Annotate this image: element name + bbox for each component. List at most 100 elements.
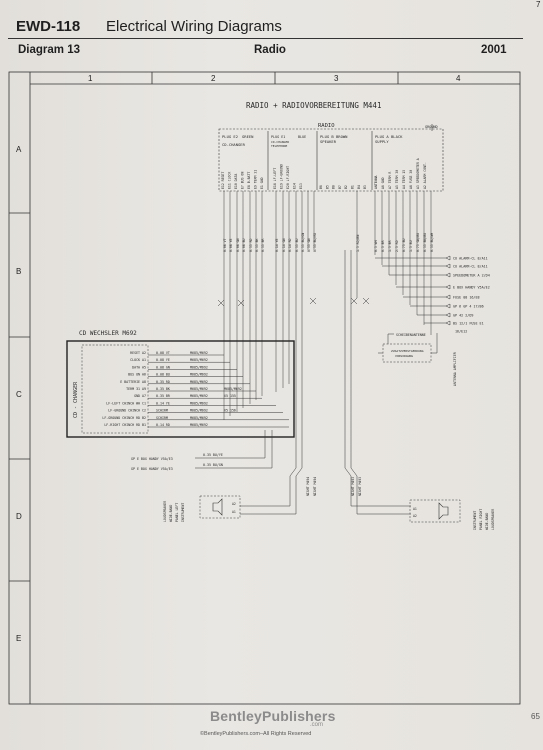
- a-pin-label: A5 TERM 30: [395, 170, 399, 189]
- plug-b: PLUG B BROWN SPEAKER: [320, 134, 348, 144]
- antenna-top-label: SCHEIBENANTENNE: [396, 333, 426, 337]
- night-wire-left-2: NIGHT M494: [313, 477, 317, 496]
- speaker-left-label-3: PANEL LEFT: [175, 503, 179, 522]
- speaker-right-icon: [438, 502, 449, 520]
- cd-changer: CD WECHSLER M692 CD - CHANGER RESET A2 0.…: [66, 330, 295, 438]
- a-pin-label: A4 TERM 15: [402, 170, 406, 189]
- a-pin-label: A2 ALARM CONT.: [423, 162, 427, 189]
- cd-wire-label: 0.14 YE: [156, 401, 170, 405]
- plug-a: PLUG A BLACK SUPPLY: [375, 134, 403, 144]
- connector-arrow-icon: [445, 294, 451, 300]
- connector-arrow-icon: [445, 263, 451, 269]
- connection-label: GP 6 GP 4 17/B6: [453, 305, 484, 309]
- cd-pin-label: BUS ON A6: [128, 373, 146, 377]
- b-pin-label: B1: [351, 185, 355, 189]
- connection-label: SPEEDOMETER A 2/D4: [453, 274, 490, 278]
- plug-e2: PLUG E2 GREEN CD-CHANGER: [222, 134, 254, 147]
- antenna-amp-side-label: ANTENNA AMPLIFIER: [453, 352, 457, 386]
- e2-pin-label: E9 TERM 31: [254, 170, 258, 189]
- e2-pin-label: E12 RESET: [221, 172, 225, 189]
- cd-ref-label: M685/M692: [190, 387, 208, 391]
- speaker-right-label-4: LOUDSPEAKER: [491, 509, 495, 530]
- radio-wire-label: 0.35 BU/WH: [430, 233, 434, 252]
- connection-label: BS 12/1 FUSE E1: [453, 322, 484, 326]
- connection-label: E BOX HANDY V5A/E2: [453, 286, 490, 290]
- radio-wire-label: 0.75 GN/BU: [416, 233, 420, 252]
- cd-wire-label: 0.35 BK: [156, 387, 170, 391]
- plug-b-title: PLUG B BROWN: [320, 134, 348, 139]
- cd-pin-label: DATA A5: [132, 365, 146, 369]
- radio-wire-label: 0.35 GN: [307, 238, 311, 252]
- plug-e2-title: PLUG E2: [222, 134, 238, 139]
- radio-wire-label: 0.35 BU/RD: [313, 233, 317, 252]
- cd-changer-title: CD WECHSLER M692: [79, 330, 137, 337]
- footer-copyright: ©BentleyPublishers.com–All Rights Reserv…: [200, 731, 312, 737]
- document-title: Electrical Wiring Diagrams: [106, 18, 282, 35]
- grid-row-e: E: [16, 634, 21, 643]
- cd-ref-label: M685/M692: [190, 351, 208, 355]
- radio-wire-label: 0.5 WH: [374, 240, 378, 252]
- speaker-left-label-2: WIDE-BAND: [169, 505, 173, 522]
- cd-ref-label: M685/M692: [190, 423, 208, 427]
- e1-pin-label: E13: [299, 183, 303, 189]
- header-rule-top: [8, 38, 523, 39]
- b-pin-label: B7: [338, 185, 342, 189]
- cd-ref-label: M685/M692: [190, 394, 208, 398]
- connection-label: 16/E12: [455, 330, 467, 334]
- footer-brand-com: .com: [310, 722, 324, 728]
- radio-wire-label: 1.5 BU: [409, 240, 413, 252]
- connector-arrow-icon: [445, 320, 451, 326]
- grid-frame: [8, 71, 521, 705]
- night-wire-left-1: NIGHT M494: [306, 477, 310, 496]
- cd-pin-label: LF-GROUND CHINCH RD B2: [102, 416, 146, 420]
- e2-pin-label: E10 DATA: [234, 174, 238, 189]
- radio-label: RADIO: [318, 123, 335, 129]
- radio-wire-label: 0.14 YE: [275, 238, 279, 252]
- cd-ref2-label: X5 155: [224, 394, 236, 398]
- cd-ref2-label: X5 156: [224, 409, 236, 413]
- model-year: 2001: [481, 44, 507, 56]
- b-pin-label: B6: [319, 185, 323, 189]
- cd-pin-label: GND A7: [134, 394, 146, 398]
- handy-line-1: GP E BOX HANDY V5A/E3: [131, 457, 173, 461]
- cd-wire-label: SCHIRM: [156, 416, 168, 420]
- radio-wire-label: 2.5 RD: [395, 240, 399, 252]
- cd-pin-label: RESET A2: [130, 351, 146, 355]
- radio-wire-label: 0.08 BU: [242, 238, 246, 252]
- grid-col-4: 4: [456, 74, 461, 83]
- grid-row-a: A: [16, 145, 22, 154]
- radio-wire-label: 0.35 BK: [255, 238, 259, 252]
- speaker-left-pin-a2: A2: [232, 502, 236, 506]
- e1-pin-label: E20 LF-RIGHT: [286, 166, 290, 189]
- grid-column-labels: 1 2 3 4: [88, 74, 461, 83]
- twisted-pair-markers: [217, 297, 370, 307]
- cd-wire-label: 0.08 GN: [156, 365, 170, 369]
- e1-pin-label: E19 LF-GROUND: [280, 164, 284, 189]
- cd-changer-side-label: CD - CHANGER: [73, 381, 79, 418]
- night-wires: NIGHT M494 NIGHT M494 NIGHT M493 NIGHT M…: [240, 250, 411, 515]
- cd-pin-label: CLOCK A1: [130, 358, 146, 362]
- a-pin-label: A3 SPEEDOMETER A: [416, 158, 420, 189]
- radio-wire-label: 0.08 VT: [223, 238, 227, 252]
- connector-arrow-icon: [445, 284, 451, 290]
- cd-changer-outline: [66, 340, 295, 438]
- plug-e2-color: GREEN: [242, 134, 254, 139]
- connector-arrow-icon: [445, 272, 451, 278]
- grid-row-c: C: [16, 390, 22, 399]
- e2-pin-label: E8 B-BATT: [247, 172, 251, 189]
- diagram-main-title: RADIO + RADIOVORBEREITUNG M441: [246, 101, 381, 110]
- cd-ref-label: M685/M692: [190, 380, 208, 384]
- radio-wire-label: 0.08 GN: [236, 238, 240, 252]
- ground-label: GROUND: [425, 125, 438, 129]
- cd-ref2-label: M685/M692: [224, 387, 242, 391]
- cd-pin-label: LF-RIGHT CHINCH RD B1: [104, 423, 146, 427]
- cd-pin-label: E BATTERIE A8: [120, 380, 146, 384]
- connector-arrow-icon: [445, 312, 451, 318]
- diagram-number: Diagram 13: [18, 44, 81, 56]
- e1-pin-label: E18 LF-LEFT: [273, 168, 277, 189]
